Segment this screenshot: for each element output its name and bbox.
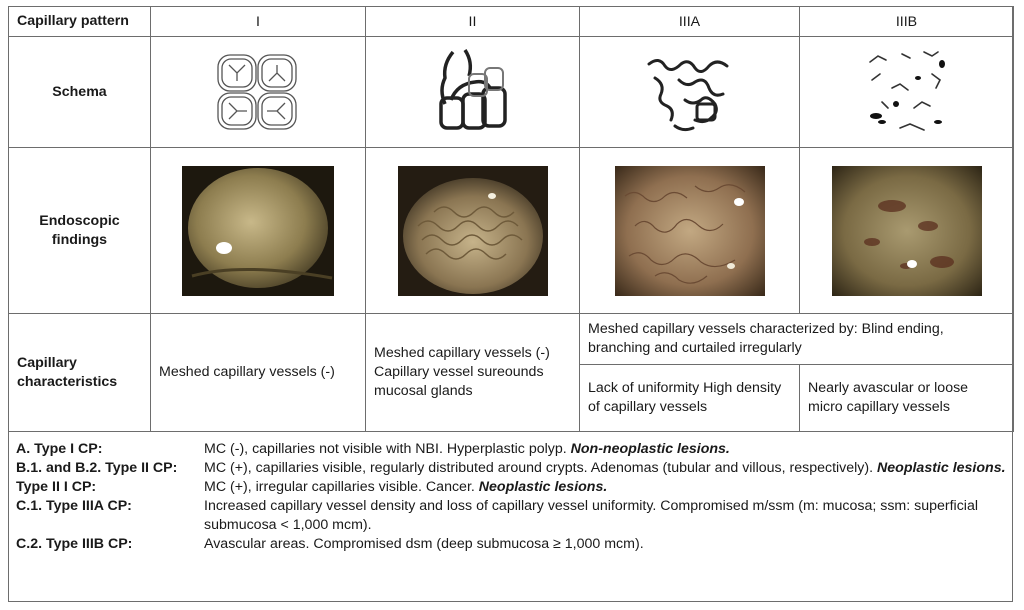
legend-emphasis: Neoplastic lesions. (478, 479, 608, 495)
legend-definition: MC (+), irregular capillaries visible. C… (204, 478, 1006, 497)
schema-cell-II (365, 36, 580, 148)
legend-item: Type II I CP: MC (+), irregular capillar… (16, 478, 1006, 497)
endoscopic-image-type-II (397, 165, 548, 296)
characteristics-type-IIIB: Nearly avascular or loose micro capillar… (799, 364, 1014, 432)
schema-type-I-illustration (217, 54, 297, 130)
legend-text: Avascular areas. Compromised dsm (deep s… (204, 536, 644, 552)
schema-type-IIIB-illustration (868, 51, 945, 131)
capillary-pattern-table: Capillary pattern I II IIIA IIIB Schema (8, 6, 1014, 432)
legend-term: C.1. Type IIIA CP: (16, 498, 132, 514)
endoscopic-image-type-I (182, 165, 334, 296)
column-header-I: I (150, 6, 366, 37)
characteristics-label: Capillary characteristics (8, 313, 151, 432)
column-header-IIIA: IIIA (579, 6, 800, 37)
column-header-IIIB: IIIB (799, 6, 1014, 37)
endoscopic-label: Endoscopic findings (8, 147, 151, 314)
legend-emphasis: Non-neoplastic lesions. (570, 441, 730, 457)
legend-term: A. Type I CP: (16, 441, 103, 457)
legend-text: Increased capillary vessel density and l… (204, 498, 979, 533)
characteristics-type-I: Meshed capillary vessels (-) (150, 313, 366, 432)
schema-cell-IIIB (799, 36, 1014, 148)
endoscopic-cell-IIIA (579, 147, 800, 314)
legend-term: Type II I CP: (16, 479, 97, 495)
characteristics-subrow: Lack of uniformity High density of capil… (9, 364, 1014, 432)
legend-term: B.1. and B.2. Type II CP: (16, 460, 178, 476)
schema-label: Schema (8, 36, 151, 148)
legend-term: C.2. Type IIIB CP: (16, 536, 133, 552)
legend-definition: Increased capillary vessel density and l… (204, 497, 1006, 535)
legend-text: MC (+), capillaries visible, regularly d… (204, 460, 878, 476)
legend-item: B.1. and B.2. Type II CP: MC (+), capill… (16, 459, 1006, 478)
endoscopic-cell-II (365, 147, 580, 314)
endoscopic-cell-IIIB (799, 147, 1014, 314)
schema-type-IIIA-illustration (647, 59, 728, 132)
legend-definition: Avascular areas. Compromised dsm (deep s… (204, 535, 1006, 554)
legend-notes: A. Type I CP: MC (-), capillaries not vi… (16, 440, 1006, 554)
schema-row: Schema (8, 36, 1014, 148)
endoscopic-cell-I (150, 147, 366, 314)
header-row: Capillary pattern I II IIIA IIIB (8, 6, 1014, 37)
endoscopic-image-type-IIIB (831, 165, 982, 296)
schema-cell-I (150, 36, 366, 148)
endoscopic-row: Endoscopic findings (8, 147, 1014, 314)
characteristics-type-IIIA: Lack of uniformity High density of capil… (579, 364, 800, 432)
legend-emphasis: Neoplastic lesions. (877, 460, 1006, 476)
legend-text: MC (-), capillaries not visible with NBI… (204, 441, 571, 457)
legend-definition: MC (-), capillaries not visible with NBI… (204, 440, 1006, 459)
legend-item: C.2. Type IIIB CP: Avascular areas. Comp… (16, 535, 1006, 554)
characteristics-type-II: Meshed capillary vessels (-) Capillary v… (365, 313, 580, 432)
characteristics-row: Capillary characteristics Meshed capilla… (8, 313, 1014, 432)
legend-text: MC (+), irregular capillaries visible. C… (204, 479, 479, 495)
legend-definition: MC (+), capillaries visible, regularly d… (204, 459, 1006, 478)
characteristics-type-III-shared: Meshed capillary vessels characterized b… (579, 313, 1014, 365)
legend-item: C.1. Type IIIA CP: Increased capillary v… (16, 497, 1006, 535)
endoscopic-image-type-IIIA (614, 165, 765, 296)
legend-item: A. Type I CP: MC (-), capillaries not vi… (16, 440, 1006, 459)
column-header-II: II (365, 6, 580, 37)
schema-cell-IIIA (579, 36, 800, 148)
header-label: Capillary pattern (8, 6, 151, 37)
schema-type-II-illustration (438, 49, 507, 130)
